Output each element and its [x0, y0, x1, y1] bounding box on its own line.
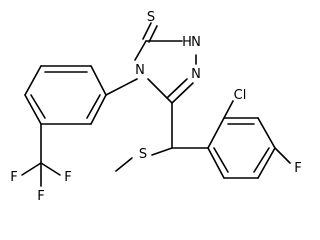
bond-ar1-inner-3 [86, 94, 101, 119]
bond-ar1-inner-2 [30, 94, 46, 119]
bond-cf3-f-right [40, 162, 61, 176]
cf3-f-left-label: F [10, 170, 17, 185]
bond-n2-c3-double [167, 78, 188, 98]
chloro-label: Cl [234, 88, 247, 103]
ring-nh-n-label: N [191, 35, 201, 50]
cf3-f-right-label: F [64, 170, 71, 185]
bond-ar1-c1-c2 [90, 65, 107, 96]
molecule-canvas: S N H N N S Cl F F F F [10, 10, 302, 204]
bond-ar2-inner-3 [213, 147, 229, 173]
bond-ar2-c1-c2 [207, 117, 225, 149]
bond-ar1-c3-c4 [24, 65, 42, 96]
bond-ch-s [151, 147, 173, 156]
ring-nh-h-label: H [182, 35, 192, 50]
bond-n4-aryl [105, 78, 138, 96]
bond-ar2-inner-2 [253, 147, 270, 173]
bond-n2-c3 [171, 82, 194, 104]
bond-ar1-c4-c5 [24, 94, 42, 125]
bond-c5-n4 [134, 40, 147, 61]
cf3-f-bottom-label: F [37, 189, 44, 204]
bond-ar2-c6-c1 [207, 147, 225, 179]
aryl-fluoro-label: F [294, 161, 301, 176]
ring-n1-label: N [191, 67, 201, 82]
thione-s-label: S [147, 10, 155, 25]
bond-c5-s-double-a [142, 22, 152, 40]
ring-n4-label: N [135, 63, 145, 78]
bond-c3-n4 [147, 78, 173, 104]
bond-ar2-c3-c4 [257, 117, 276, 149]
bond-c5-s-double-b [148, 25, 158, 43]
bond-cf3-f-left [21, 162, 42, 176]
bond-ar2-c4-c5 [257, 147, 276, 179]
bond-ar2-f [274, 147, 291, 164]
structure-diagram: S N H N N S Cl F F F F [10, 10, 301, 204]
thioether-s-label: S [139, 147, 147, 162]
bond-ar2-cl [223, 100, 234, 119]
bond-s-ch3 [115, 157, 133, 172]
bond-ar1-c6-c1 [90, 94, 107, 125]
